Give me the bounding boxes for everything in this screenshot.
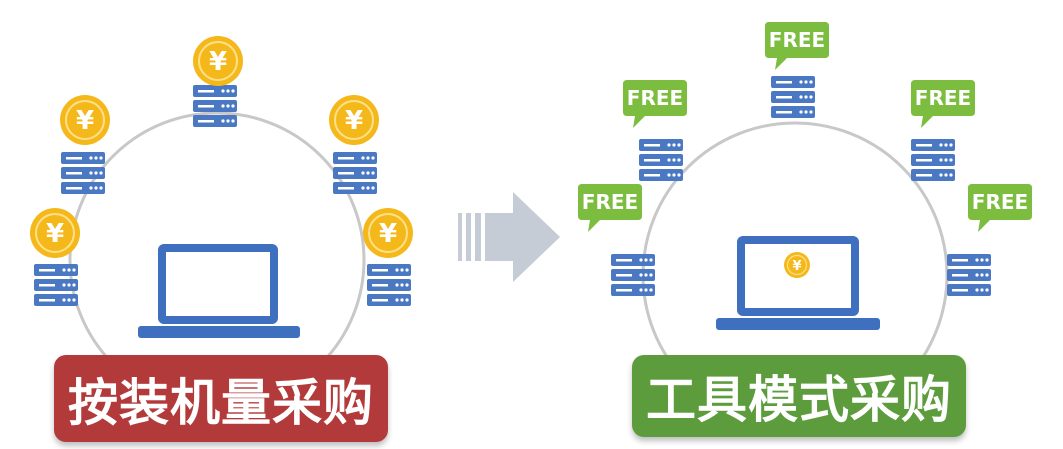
right-server-icon-lower-right — [947, 254, 991, 296]
free-badge-upper-left: FREE — [623, 80, 687, 128]
yen-symbol: ¥ — [209, 47, 227, 77]
yen-symbol: ¥ — [46, 219, 64, 249]
free-badge-lower-left: FREE — [578, 184, 642, 232]
left-server-icon-upper-left — [61, 152, 105, 194]
right-server-icon-top — [771, 76, 815, 118]
yen-coin-icon-upper-left: ¥ — [59, 94, 111, 146]
left-laptop-icon — [138, 244, 300, 338]
yen-coin-icon-lower-left: ¥ — [29, 207, 81, 259]
right-laptop-icon — [716, 236, 880, 330]
yen-symbol: ¥ — [379, 219, 397, 249]
free-badge-text: FREE — [582, 190, 638, 214]
yen-symbol: ¥ — [76, 106, 94, 136]
free-badge-text: FREE — [769, 28, 825, 52]
right-panel-label: 工具模式采购 — [632, 355, 966, 437]
left-server-icon-lower-right — [367, 264, 411, 306]
left-panel-label: 按装机量采购 — [54, 355, 388, 442]
free-badge-upper-right: FREE — [911, 80, 975, 128]
free-badge-text: FREE — [627, 86, 683, 110]
yen-coin-icon-top: ¥ — [192, 35, 244, 87]
yen-symbol: ¥ — [345, 106, 363, 136]
left-server-icon-top — [193, 85, 237, 127]
yen-symbol: ¥ — [792, 259, 801, 274]
free-badge-text: FREE — [972, 190, 1028, 214]
right-server-icon-lower-left — [611, 254, 655, 296]
left-panel: ¥ ¥ ¥ ¥ ¥ — [29, 35, 414, 409]
right-server-icon-upper-left — [639, 139, 683, 181]
yen-coin-icon-upper-right: ¥ — [328, 94, 380, 146]
left-server-icon-upper-right — [333, 152, 377, 194]
right-server-icon-upper-right — [911, 139, 955, 181]
right-panel: ¥ FREE FREE FREE FREE FREE — [578, 22, 1032, 429]
small-yen-coin-icon: ¥ — [784, 252, 810, 278]
free-badge-lower-right: FREE — [968, 184, 1032, 232]
free-badge-text: FREE — [915, 86, 971, 110]
yen-coin-icon-lower-right: ¥ — [362, 207, 414, 259]
transition-arrow-icon — [458, 192, 560, 282]
left-server-icon-lower-left — [34, 264, 78, 306]
free-badge-top: FREE — [765, 22, 829, 70]
